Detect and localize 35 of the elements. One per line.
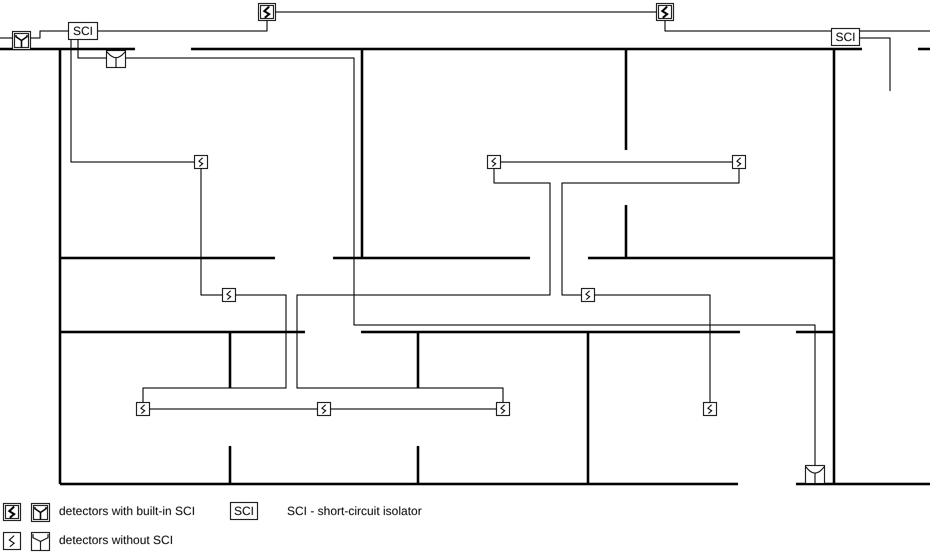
isolator-legend-sample: SCI <box>230 502 258 520</box>
wiring-line <box>594 294 710 402</box>
wiring-line <box>150 408 318 410</box>
wiring-line <box>98 20 268 32</box>
wiring-line <box>562 168 740 296</box>
wiring-line <box>296 168 550 402</box>
smoke-detector <box>222 288 236 302</box>
smoke-detector <box>258 3 276 21</box>
wiring-line <box>860 30 930 32</box>
wiring-line <box>126 58 816 466</box>
smoke-detector <box>194 155 208 169</box>
wiring-line <box>664 20 832 32</box>
isolator-box: SCI <box>831 28 860 46</box>
smoke-detector <box>496 402 510 416</box>
wiring-line <box>142 294 286 402</box>
smoke-detector <box>656 3 674 21</box>
legend-text: detectors with built-in SCI <box>59 504 196 518</box>
smoke-detector <box>136 402 150 416</box>
wiring-line <box>70 40 194 162</box>
smoke-detector <box>487 155 501 169</box>
smoke-detector <box>703 402 717 416</box>
wiring-line <box>78 40 106 58</box>
smoke-detector <box>581 288 595 302</box>
heat-detector <box>805 465 825 484</box>
wiring-line <box>330 408 496 410</box>
wiring-line <box>30 30 68 38</box>
heat-detector <box>106 50 126 68</box>
wiring-line <box>200 168 222 296</box>
legend-text: SCI - short-circuit isolator <box>287 504 422 518</box>
isolator-box: SCI <box>68 22 98 40</box>
wiring-line <box>860 38 890 92</box>
heat-detector <box>12 31 31 50</box>
legend-text: detectors without SCI <box>59 533 174 547</box>
smoke-detector <box>732 155 746 169</box>
smoke-detector <box>317 402 331 416</box>
